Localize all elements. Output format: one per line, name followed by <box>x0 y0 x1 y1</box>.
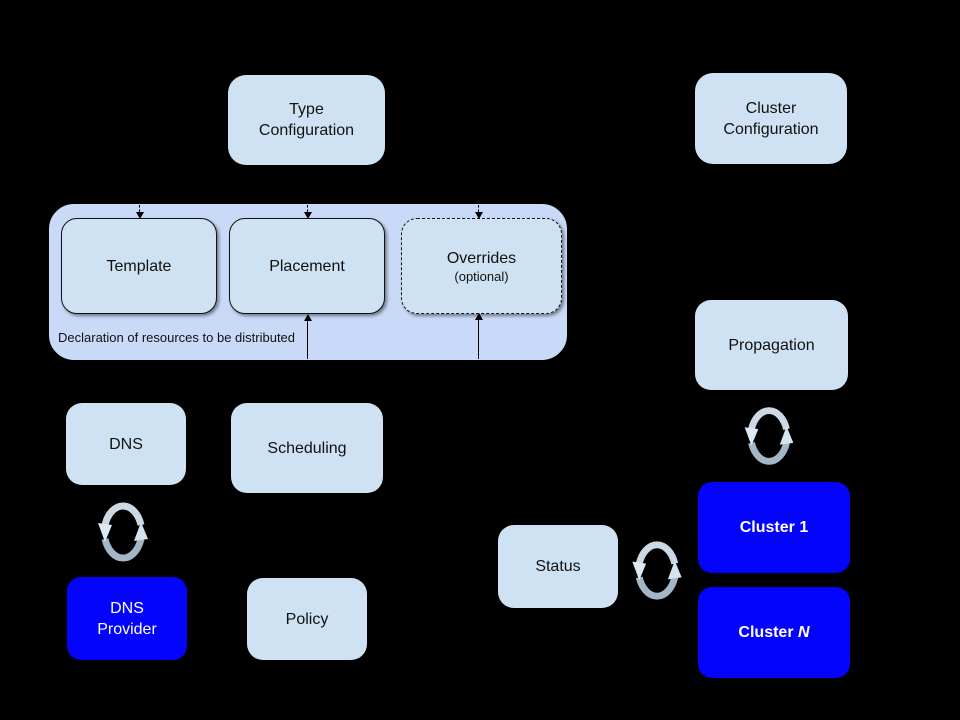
sync-arrows-icon <box>98 502 148 562</box>
node-label: DNS <box>109 435 143 453</box>
arrow-down-icon <box>302 205 313 219</box>
node-label: Type <box>289 101 324 118</box>
node-placement: Placement <box>229 218 385 314</box>
node-label: Configuration <box>258 122 355 139</box>
node-label: Cluster N <box>738 624 810 641</box>
node-status: Status <box>498 525 618 608</box>
node-label: Cluster <box>745 99 797 117</box>
node-label: DNS <box>110 599 144 617</box>
node-template: Template <box>61 218 217 314</box>
node-label: Template <box>106 257 172 275</box>
node-label: Placement <box>269 257 345 275</box>
arrow-down-icon <box>473 205 484 219</box>
sync-arrows-icon <box>632 541 682 600</box>
arrow-down-icon <box>134 205 145 219</box>
node-label: Cluster 1 <box>739 519 809 536</box>
sync-arrows-icon <box>744 407 794 465</box>
arrow-up-icon <box>473 313 484 359</box>
node-overrides: Overrides (optional) <box>401 218 562 314</box>
node-label: Provider <box>97 620 157 638</box>
node-cluster-1: Cluster 1 <box>698 482 850 573</box>
node-cluster-configuration: Cluster Configuration <box>695 73 847 164</box>
declaration-group: Template Placement Overrides (optional) … <box>48 203 568 361</box>
node-label: Status <box>535 558 581 575</box>
container-caption: Declaration of resources to be distribut… <box>58 330 296 345</box>
arrow-up-icon <box>302 314 313 359</box>
node-policy: Policy <box>247 578 367 660</box>
node-label: Overrides <box>446 249 517 267</box>
node-propagation: Propagation <box>695 300 848 390</box>
node-scheduling: Scheduling <box>231 403 383 493</box>
node-dns: DNS <box>66 403 186 485</box>
node-cluster-n: Cluster N <box>698 587 850 678</box>
node-label: Scheduling <box>267 439 347 457</box>
node-dns-provider: DNS Provider <box>67 577 187 660</box>
node-label: Policy <box>285 610 329 628</box>
node-label: Configuration <box>723 120 819 138</box>
node-label: Propagation <box>728 336 815 354</box>
node-sublabel: (optional) <box>454 268 509 284</box>
node-type-configuration: Type Configuration <box>228 75 385 165</box>
